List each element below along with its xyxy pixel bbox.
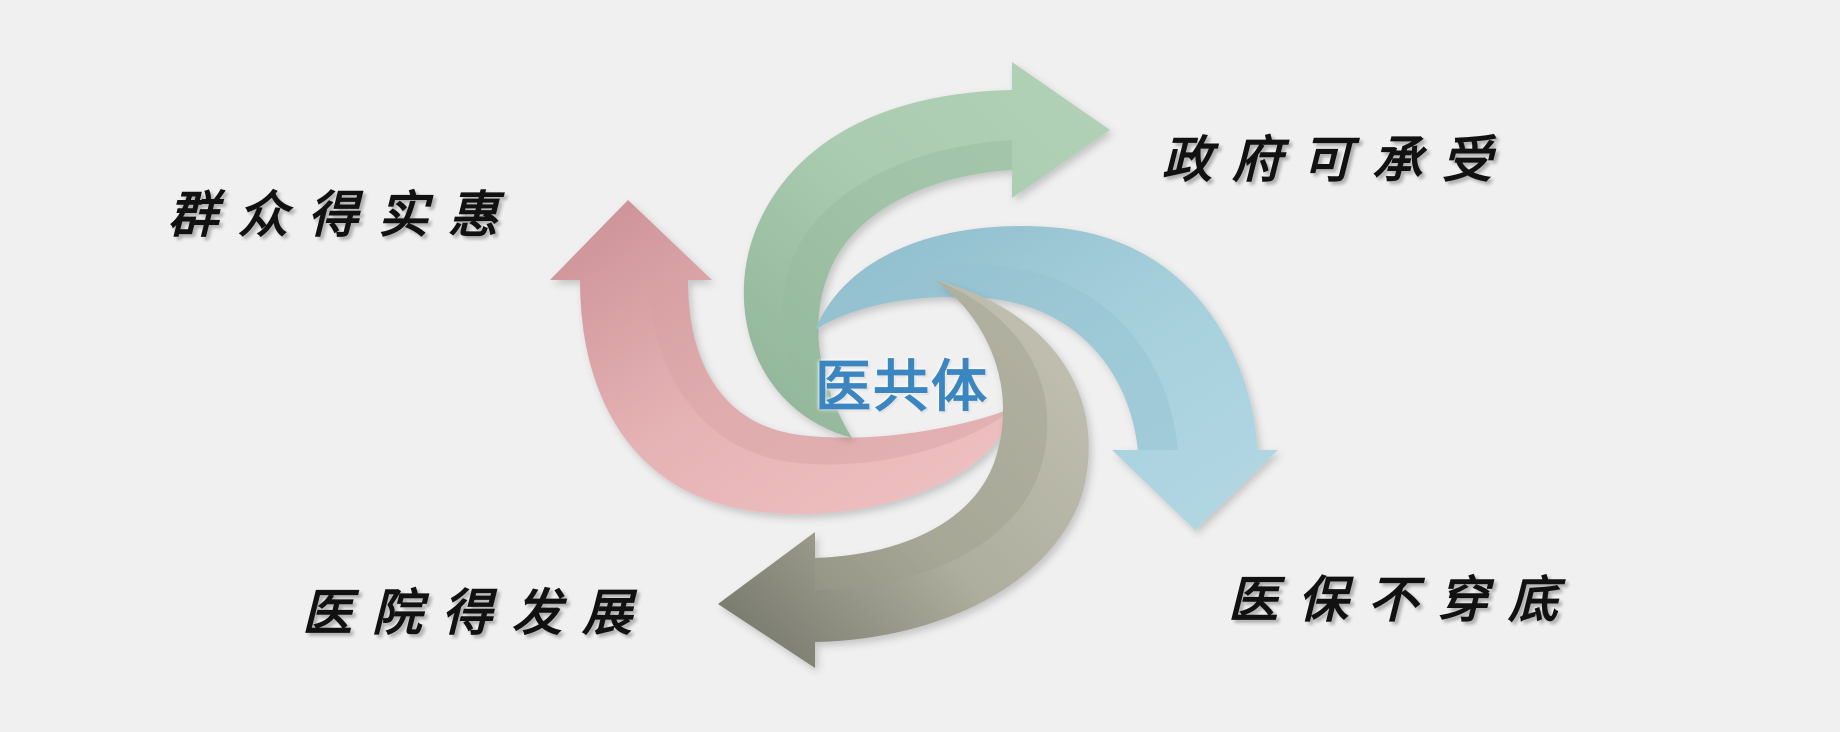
pink-arrow-shade	[650, 280, 1012, 465]
blue-arrow-shade	[815, 264, 1178, 450]
blue-arrow	[815, 226, 1278, 530]
label-top-left: 群众得实惠	[168, 185, 518, 244]
label-top-right: 政府可承受	[1162, 130, 1512, 189]
label-bottom-right: 医保不穿底	[1228, 570, 1578, 629]
label-bottom-left: 医院得发展	[302, 583, 652, 642]
green-arrow-shade	[782, 140, 1012, 438]
gray-arrow-shade	[815, 280, 1048, 590]
green-arrow	[743, 62, 1110, 438]
pink-arrow	[550, 200, 1012, 515]
gray-arrow	[718, 280, 1089, 668]
center-label: 医共体	[815, 355, 989, 420]
